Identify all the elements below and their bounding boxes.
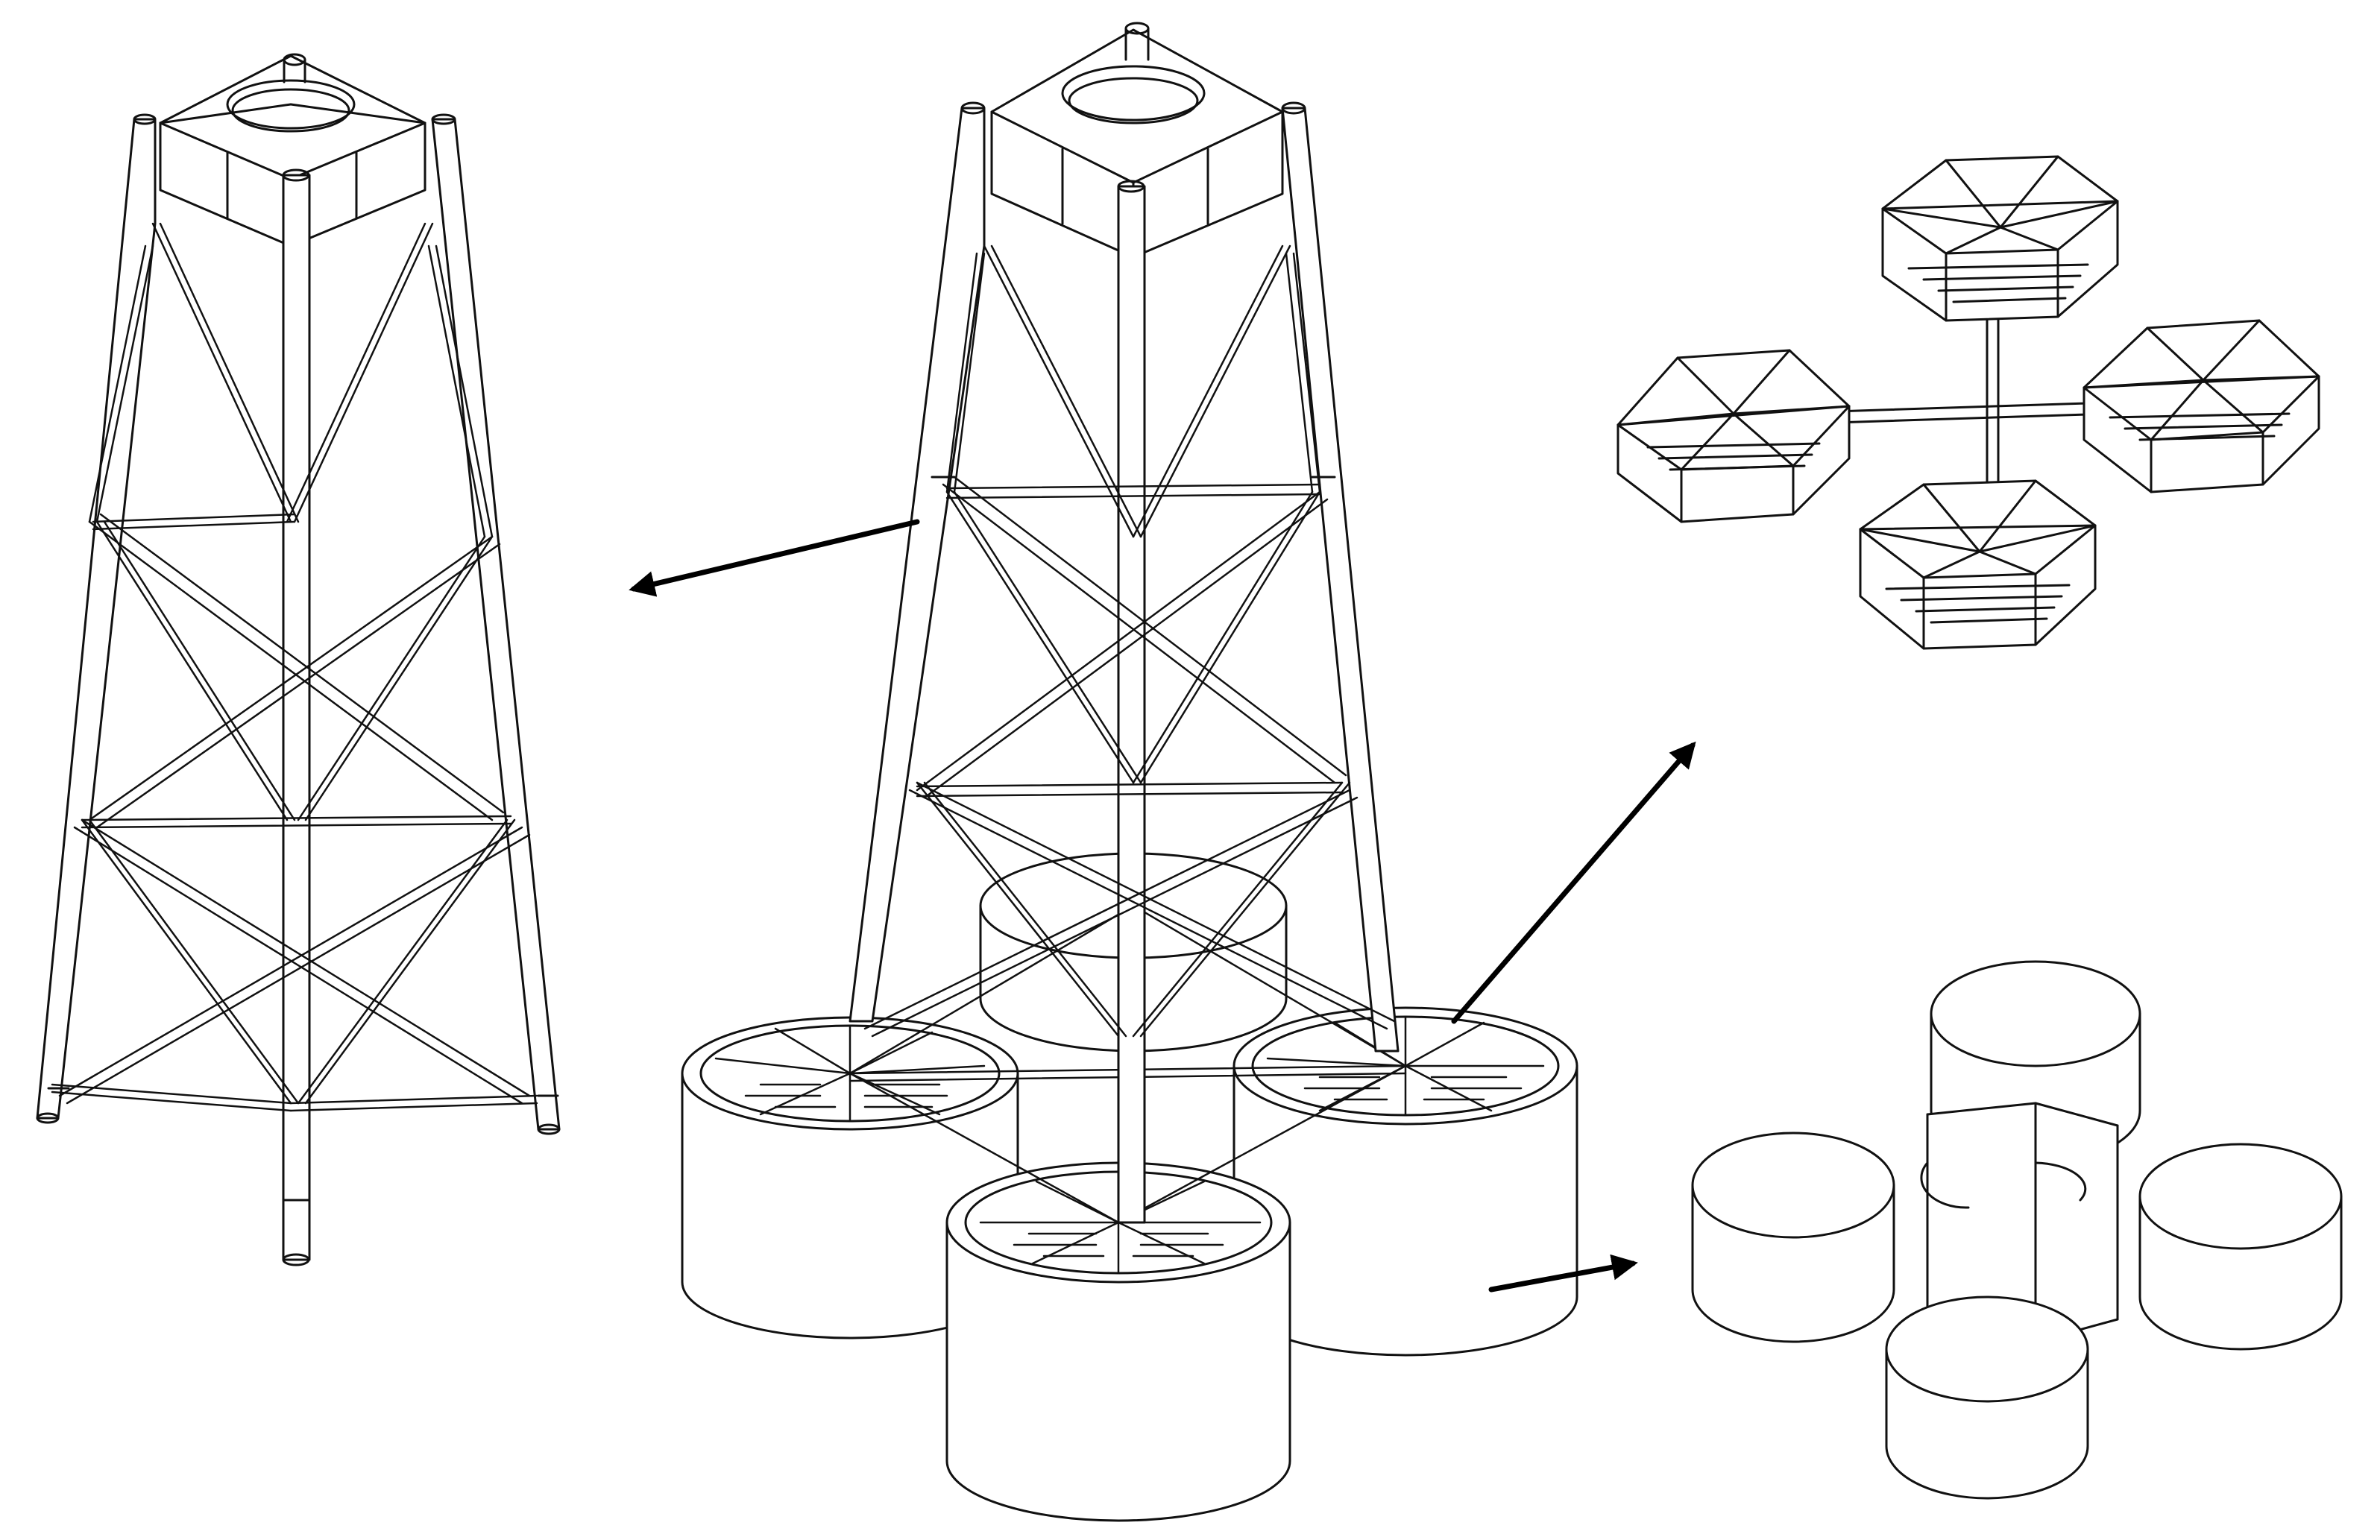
grillage-hex-left: [1616, 349, 1851, 523]
bucket-grillage-lines: [714, 904, 1545, 1275]
grillage-hex-top: [1881, 155, 2119, 322]
arrow-to-jacket: [629, 519, 920, 597]
jacket-legs: [36, 113, 561, 1266]
center-block: [1920, 1102, 2119, 1343]
jacket-bracing: [51, 222, 538, 1112]
bucket-solid-left: [1691, 1132, 1895, 1343]
bucket-solid-front: [1885, 1296, 2089, 1500]
bucket-foundations: [1691, 960, 2343, 1500]
grillage-hex-right: [2082, 319, 2320, 493]
assembled-legs: [849, 101, 1400, 1224]
assembled-bracing: [863, 244, 1396, 1038]
arrows: [629, 519, 1696, 1293]
arrow-to-grillage: [1451, 741, 1696, 1024]
assembled-jacket-on-buckets: [681, 22, 1578, 1522]
arrow-to-buckets: [1488, 1254, 1638, 1293]
grillage-plan: [1616, 155, 2320, 650]
bucket-solid-right: [2138, 1143, 2343, 1351]
grillage-hex-bottom: [1859, 479, 2097, 650]
jacket-tower: [36, 53, 561, 1266]
